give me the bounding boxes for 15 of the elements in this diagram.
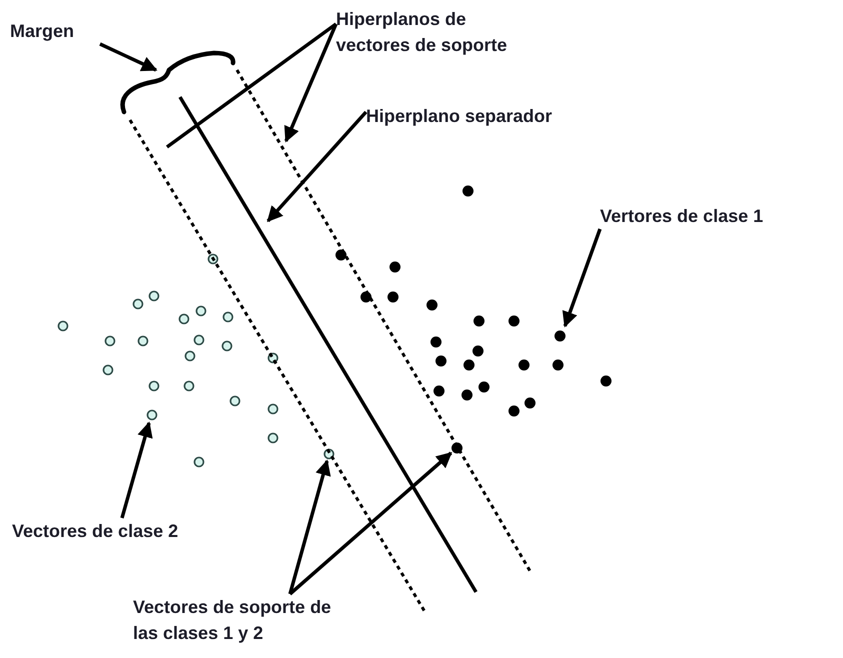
arrow [284,23,338,142]
callout-label: Vectores de soporte de las clases 1 y 2 [133,594,338,646]
leader-line [166,22,338,148]
callout-label: Hiperplanos de vectores de soporte [336,6,516,58]
arrow [266,110,368,222]
margin-brace [118,50,238,116]
callout-label: Vertores de clase 1 [600,203,820,229]
arrow [562,228,602,328]
callout-label: Margen [10,18,100,44]
arrow [288,452,452,596]
callout-label: Vectores de clase 2 [12,518,242,544]
arrow [120,421,153,518]
arrow [288,459,331,594]
arrow [99,42,158,72]
callout-label: Hiperplano separador [366,103,566,129]
